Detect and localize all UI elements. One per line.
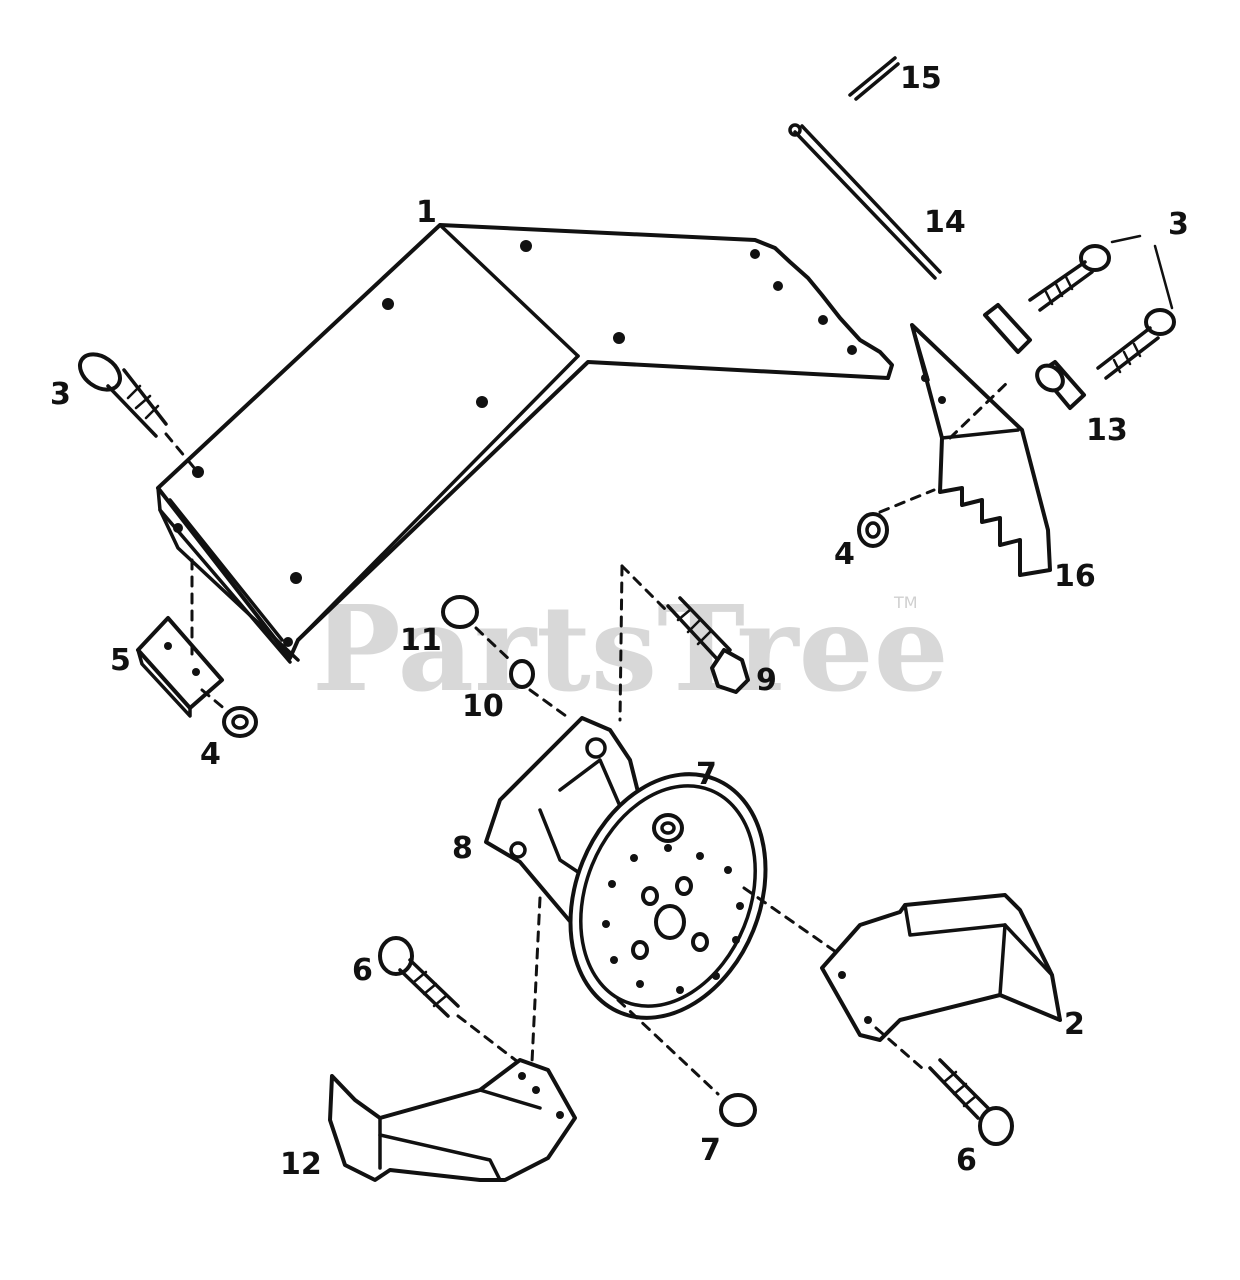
callout-4-right: 4 <box>834 537 855 572</box>
part-3-bolt-left[interactable] <box>73 347 198 472</box>
callout-15: 15 <box>900 61 942 96</box>
callout-16: 16 <box>1054 559 1096 594</box>
part-15-pin[interactable] <box>848 56 900 101</box>
part-7-nut-bottom[interactable] <box>616 998 757 1127</box>
callout-3-right: 3 <box>1168 207 1189 242</box>
part-14-rod[interactable] <box>788 123 942 280</box>
part-1-frame[interactable] <box>156 223 894 664</box>
part-13-spacers[interactable] <box>983 303 1086 410</box>
part-5-plate[interactable] <box>136 558 224 718</box>
callout-6-right: 6 <box>956 1143 977 1178</box>
callout-labels: 1 2 3 3 4 4 5 6 6 7 7 8 9 10 11 12 13 14… <box>50 61 1189 1182</box>
part-2-tine-right[interactable] <box>742 886 1062 1042</box>
part-6-bolt-left[interactable] <box>378 896 542 1064</box>
callout-10: 10 <box>462 689 504 724</box>
callout-6-left: 6 <box>352 953 373 988</box>
part-3-bolts-right[interactable] <box>1028 234 1176 380</box>
part-9-bolt[interactable] <box>618 564 750 722</box>
callout-7-bottom: 7 <box>700 1133 721 1168</box>
part-8-hub[interactable] <box>484 716 801 1047</box>
watermark: PartsTree TM <box>312 579 949 718</box>
callout-7-top: 7 <box>696 757 717 792</box>
callout-5: 5 <box>110 643 131 678</box>
callout-12: 12 <box>280 1147 322 1182</box>
part-11-cap[interactable] <box>441 595 514 664</box>
part-7-nut-top[interactable] <box>652 813 684 843</box>
callout-2: 2 <box>1064 1007 1085 1042</box>
part-10-washer[interactable] <box>509 659 568 718</box>
watermark-text: PartsTree <box>312 579 949 718</box>
part-6-bolt-right[interactable] <box>874 1026 1014 1146</box>
watermark-trademark: TM <box>893 593 918 612</box>
callout-4-left: 4 <box>200 737 221 772</box>
callout-3-left: 3 <box>50 377 71 412</box>
callout-11: 11 <box>400 623 442 658</box>
part-4-nut-right[interactable] <box>857 512 889 548</box>
callout-14: 14 <box>924 205 966 240</box>
part-4-nut-left[interactable] <box>200 688 258 738</box>
callout-9: 9 <box>756 663 777 698</box>
part-12-tine-left[interactable] <box>328 1058 577 1182</box>
callout-1: 1 <box>416 195 437 230</box>
callout-8: 8 <box>452 831 473 866</box>
callout-13: 13 <box>1086 413 1128 448</box>
part-16-depth-stake[interactable] <box>878 323 1052 577</box>
